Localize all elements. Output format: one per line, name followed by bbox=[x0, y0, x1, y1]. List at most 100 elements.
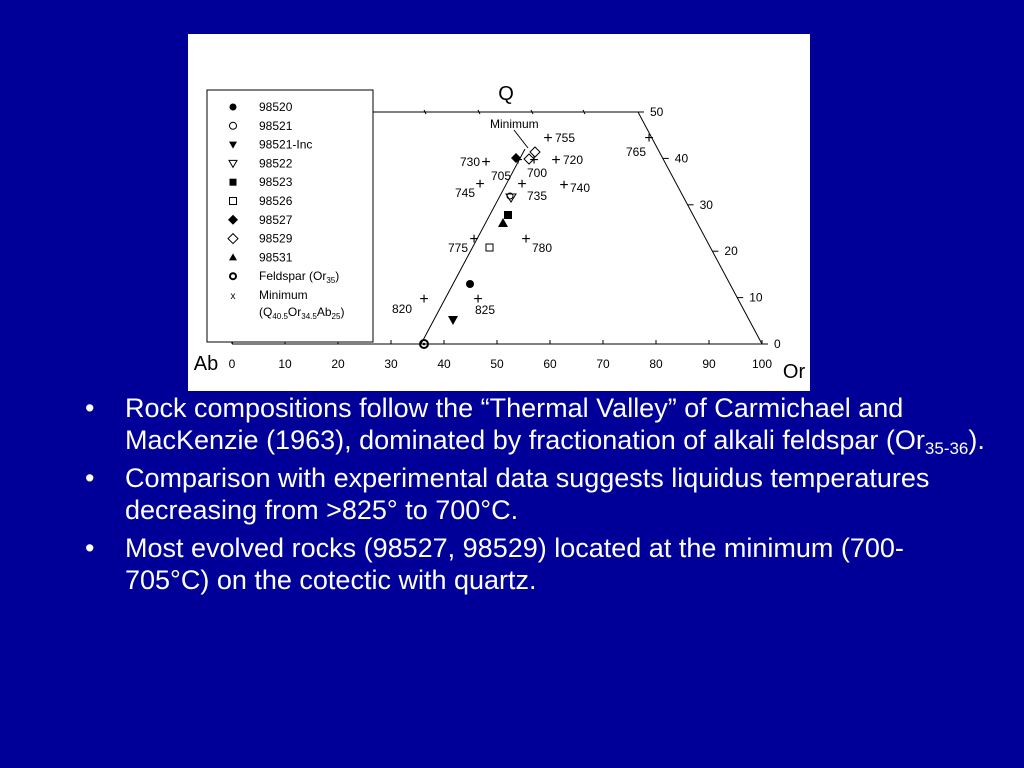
filled-diamond-icon bbox=[228, 214, 238, 225]
marker-98526 bbox=[485, 243, 494, 252]
legend-item: 98529 bbox=[227, 232, 293, 246]
svg-text:+: + bbox=[481, 154, 490, 171]
legend-label: 98526 bbox=[259, 194, 293, 208]
legend-item: x Minimum (Q40.5Or34.5Ab25) bbox=[231, 288, 345, 321]
bottom-tick-label: 10 bbox=[278, 357, 292, 371]
cotectic-line bbox=[420, 148, 526, 345]
bottom-tick-label: 70 bbox=[596, 357, 610, 371]
svg-text:+: + bbox=[559, 177, 568, 194]
minimum-pointer-line bbox=[513, 129, 529, 149]
legend-label-formula: (Q40.5Or34.5Ab25) bbox=[259, 305, 344, 321]
svg-text:+: + bbox=[543, 130, 552, 147]
legend: 98520 98521 98521-Inc 98522 98523 98526 98527 9… bbox=[227, 100, 345, 321]
open-down-triangle-icon bbox=[228, 159, 238, 169]
svg-text:+: + bbox=[521, 231, 530, 248]
svg-text:+: + bbox=[551, 152, 560, 169]
vertex-label-q: Q bbox=[498, 83, 514, 105]
temp-label: 730 bbox=[460, 155, 480, 169]
bottom-tick-label: 80 bbox=[649, 357, 663, 371]
filled-up-triangle-icon bbox=[229, 253, 237, 261]
open-square-icon bbox=[229, 197, 237, 205]
temp-label: 720 bbox=[563, 153, 583, 167]
bullet-dot: • bbox=[85, 533, 95, 563]
svg-text:+: + bbox=[469, 231, 478, 248]
bullet-item: •Rock compositions follow the “Thermal V… bbox=[85, 392, 985, 458]
marker-98522 bbox=[505, 193, 517, 203]
svg-text:+: + bbox=[644, 130, 653, 147]
bullet-text-end: ). bbox=[968, 425, 985, 455]
legend-label: 98527 bbox=[259, 213, 293, 227]
marker-98527 bbox=[511, 153, 521, 163]
open-circle-icon bbox=[229, 121, 237, 130]
temp-label: 775 bbox=[448, 241, 468, 255]
bullet-item: • Comparison with experimental data sugge… bbox=[85, 462, 985, 526]
legend-box bbox=[206, 89, 374, 343]
vertex-label-ab: Ab bbox=[194, 353, 218, 375]
bullet-list: •Rock compositions follow the “Thermal V… bbox=[85, 392, 985, 602]
temp-label: 820 bbox=[392, 302, 412, 316]
bottom-tick-label: 100 bbox=[752, 357, 772, 371]
legend-label: 98522 bbox=[259, 156, 293, 170]
temp-label: 700 bbox=[527, 166, 547, 180]
x-icon: x bbox=[231, 291, 236, 302]
marker-98521 bbox=[506, 192, 514, 200]
bottom-tick-label: 0 bbox=[229, 357, 236, 371]
temp-label: 735 bbox=[527, 189, 547, 203]
temp-label: 745 bbox=[455, 186, 475, 200]
temp-label: 755 bbox=[555, 131, 575, 145]
bullet-dot: • bbox=[85, 463, 95, 493]
legend-item: 98531 bbox=[229, 250, 293, 264]
right-tick-label: 50 bbox=[650, 105, 664, 119]
bullet-item: • Most evolved rocks (98527, 98529) locat… bbox=[85, 532, 985, 596]
sample-markers bbox=[419, 146, 541, 349]
minimum-label: Minimum bbox=[490, 117, 539, 131]
legend-label: 98531 bbox=[259, 250, 293, 264]
feldspar-flower-icon bbox=[229, 272, 237, 281]
marker-98520 bbox=[466, 280, 474, 288]
marker-98529 bbox=[529, 146, 541, 158]
svg-text:+: + bbox=[419, 291, 428, 308]
legend-item: 98527 bbox=[228, 213, 293, 227]
temp-label: 825 bbox=[475, 303, 495, 317]
marker-98523 bbox=[504, 211, 512, 219]
marker-98529 bbox=[523, 153, 535, 165]
legend-item: 98521 bbox=[229, 119, 293, 133]
bullet-subscript: 35-36 bbox=[924, 439, 969, 458]
temperature-labels: 755 720 730 700 705 740 745 735 765 775 … bbox=[392, 131, 646, 317]
right-tick-label: 30 bbox=[700, 198, 714, 212]
axis-or-apex bbox=[637, 111, 763, 345]
marker-98531 bbox=[498, 218, 508, 227]
bullet-text: Comparison with experimental data sugges… bbox=[125, 463, 930, 525]
bottom-tick-label: 40 bbox=[437, 357, 451, 371]
filled-square-icon bbox=[229, 178, 237, 186]
temp-label: 765 bbox=[626, 145, 646, 159]
right-tick-label: 40 bbox=[675, 151, 689, 165]
bottom-tick-label: 60 bbox=[543, 357, 557, 371]
legend-item: 98520 bbox=[229, 100, 293, 114]
right-tick-label: 20 bbox=[724, 244, 738, 258]
right-tick-label: 0 bbox=[774, 337, 781, 351]
temp-label: 740 bbox=[570, 181, 590, 195]
legend-label: 98521-Inc bbox=[259, 138, 312, 152]
filled-circle-icon bbox=[229, 103, 237, 111]
legend-item: 98521-Inc bbox=[229, 138, 312, 152]
legend-label: 98521 bbox=[259, 119, 293, 133]
legend-label: Minimum bbox=[259, 288, 308, 302]
bottom-tick-label: 90 bbox=[702, 357, 716, 371]
top-tick-marks bbox=[423, 109, 586, 115]
bottom-tick-label: 20 bbox=[331, 357, 345, 371]
marker-feldspar bbox=[419, 339, 429, 349]
bullet-text: Most evolved rocks (98527, 98529) locate… bbox=[125, 533, 904, 595]
svg-text:+: + bbox=[473, 291, 482, 308]
bottom-tick-label: 50 bbox=[490, 357, 504, 371]
svg-text:+: + bbox=[529, 152, 538, 169]
legend-label: 98520 bbox=[259, 100, 293, 114]
open-diamond-icon bbox=[227, 232, 239, 245]
legend-item: 98523 bbox=[229, 175, 293, 189]
marker-98521-inc bbox=[448, 316, 458, 325]
filled-down-triangle-icon bbox=[229, 141, 237, 149]
legend-label: 98529 bbox=[259, 232, 293, 246]
